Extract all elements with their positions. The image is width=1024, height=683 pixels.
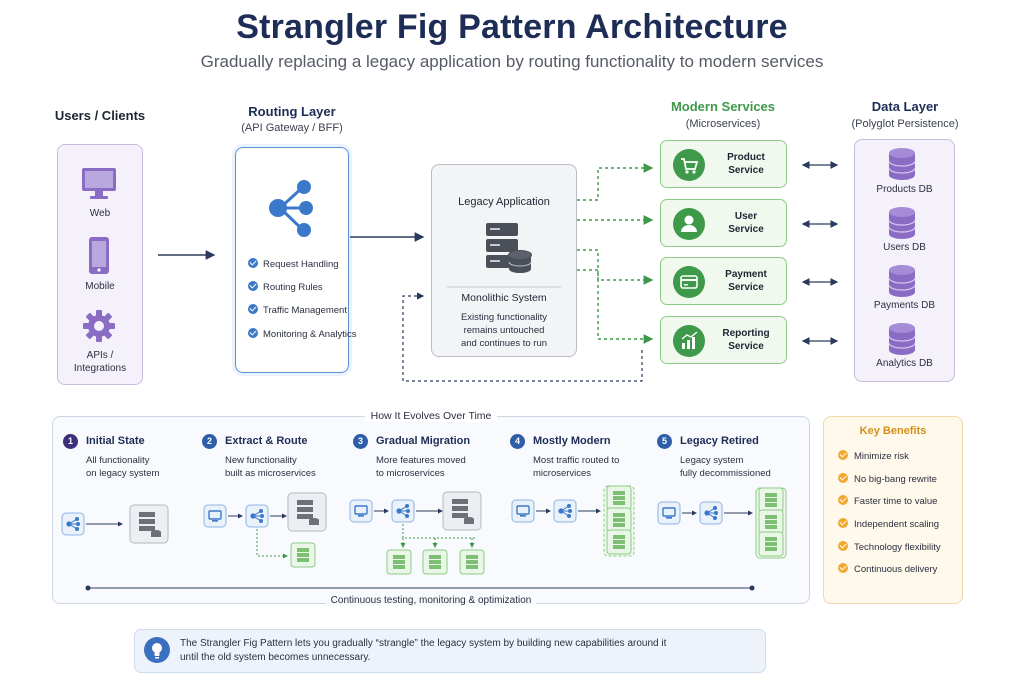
benefit-item: Minimize risk xyxy=(838,450,909,462)
check-icon xyxy=(838,495,848,505)
db-label: Products DB xyxy=(876,184,933,195)
step-description: Most traffic routed to microservices xyxy=(533,455,620,479)
step-number: 1 xyxy=(63,434,78,449)
users-item-apis: APIs / Integrations xyxy=(73,350,127,374)
lightbulb-icon xyxy=(144,637,170,663)
step-number: 4 xyxy=(510,434,525,449)
data-heading: Data Layer xyxy=(871,99,939,114)
page-title: Strangler Fig Pattern Architecture xyxy=(236,8,788,46)
card-icon xyxy=(673,266,705,298)
benefits-panel xyxy=(823,416,963,604)
check-icon xyxy=(248,328,258,338)
tip-text: The Strangler Fig Pattern lets you gradu… xyxy=(180,638,667,663)
routing-heading: Routing Layer xyxy=(248,104,336,119)
step-title: Legacy Retired xyxy=(680,435,759,447)
service-label: Reporting Service xyxy=(722,328,770,352)
step-description: Legacy system fully decommissioned xyxy=(680,455,771,479)
step-title: Extract & Route xyxy=(225,435,308,447)
db-label: Users DB xyxy=(883,242,926,253)
evolution-heading: How It Evolves Over Time xyxy=(52,410,810,422)
user-icon xyxy=(673,208,705,240)
check-icon xyxy=(248,304,258,314)
benefit-item: Continuous delivery xyxy=(838,563,937,575)
check-icon xyxy=(838,450,848,460)
share-nodes-icon xyxy=(269,180,313,237)
check-icon xyxy=(838,563,848,573)
modern-heading: Modern Services xyxy=(670,99,776,114)
cart-icon xyxy=(673,149,705,181)
service-label: Payment Service xyxy=(725,269,767,293)
step-number: 3 xyxy=(353,434,368,449)
db-label: Payments DB xyxy=(873,300,936,311)
legacy-description: Existing functionality remains untouched… xyxy=(460,312,548,349)
users-item-mobile: Mobile xyxy=(85,281,115,292)
step-description: New functionality built as microservices xyxy=(225,455,316,479)
check-icon xyxy=(838,541,848,551)
page-subtitle: Gradually replacing a legacy application… xyxy=(200,52,824,71)
database-icon xyxy=(888,265,916,297)
database-icon xyxy=(888,207,916,239)
service-label: User Service xyxy=(728,211,764,235)
routing-subheading: (API Gateway / BFF) xyxy=(241,122,343,134)
legacy-title: Legacy Application xyxy=(458,196,550,208)
evolution-diagrams xyxy=(61,485,787,591)
users-heading: Users / Clients xyxy=(54,108,146,123)
check-icon xyxy=(838,518,848,528)
monitor-icon xyxy=(82,168,116,199)
service-reporting: Reporting Service xyxy=(660,316,787,364)
gear-icon xyxy=(83,310,115,342)
chart-icon xyxy=(673,325,705,357)
data-subheading: (Polyglot Persistence) xyxy=(851,118,959,130)
service-payment: Payment Service xyxy=(660,257,787,305)
server-database-icon xyxy=(486,223,532,273)
benefit-item: Faster time to value xyxy=(838,495,937,507)
service-product: Product Service xyxy=(660,140,787,188)
database-icon xyxy=(888,148,916,180)
benefit-item: No big-bang rewrite xyxy=(838,473,937,485)
tip-callout xyxy=(134,629,766,673)
service-label: Product Service xyxy=(727,152,765,176)
step-title: Gradual Migration xyxy=(376,435,471,447)
benefits-heading: Key Benefits xyxy=(859,425,927,437)
routing-feature: Routing Rules xyxy=(248,281,323,293)
users-item-web: Web xyxy=(89,208,111,219)
step-title: Initial State xyxy=(86,435,145,447)
step-number: 5 xyxy=(657,434,672,449)
database-icon xyxy=(888,323,916,355)
step-number: 2 xyxy=(202,434,217,449)
benefit-item: Independent scaling xyxy=(838,518,939,530)
routing-feature: Traffic Management xyxy=(248,304,347,316)
check-icon xyxy=(838,473,848,483)
step-description: All functionality on legacy system xyxy=(86,455,160,479)
check-icon xyxy=(248,258,258,268)
step-description: More features moved to microservices xyxy=(376,455,466,479)
routing-feature: Request Handling xyxy=(248,258,339,270)
timeline-label: Continuous testing, monitoring & optimiz… xyxy=(52,595,810,606)
modern-subheading: (Microservices) xyxy=(685,118,761,130)
legacy-system-label: Monolithic System xyxy=(461,292,547,304)
step-title: Mostly Modern xyxy=(533,435,611,447)
mobile-icon xyxy=(89,237,109,274)
db-label: Analytics DB xyxy=(876,358,933,369)
benefit-item: Technology flexibility xyxy=(838,541,941,553)
check-icon xyxy=(248,281,258,291)
service-user: User Service xyxy=(660,199,787,247)
routing-feature: Monitoring & Analytics xyxy=(248,328,356,340)
